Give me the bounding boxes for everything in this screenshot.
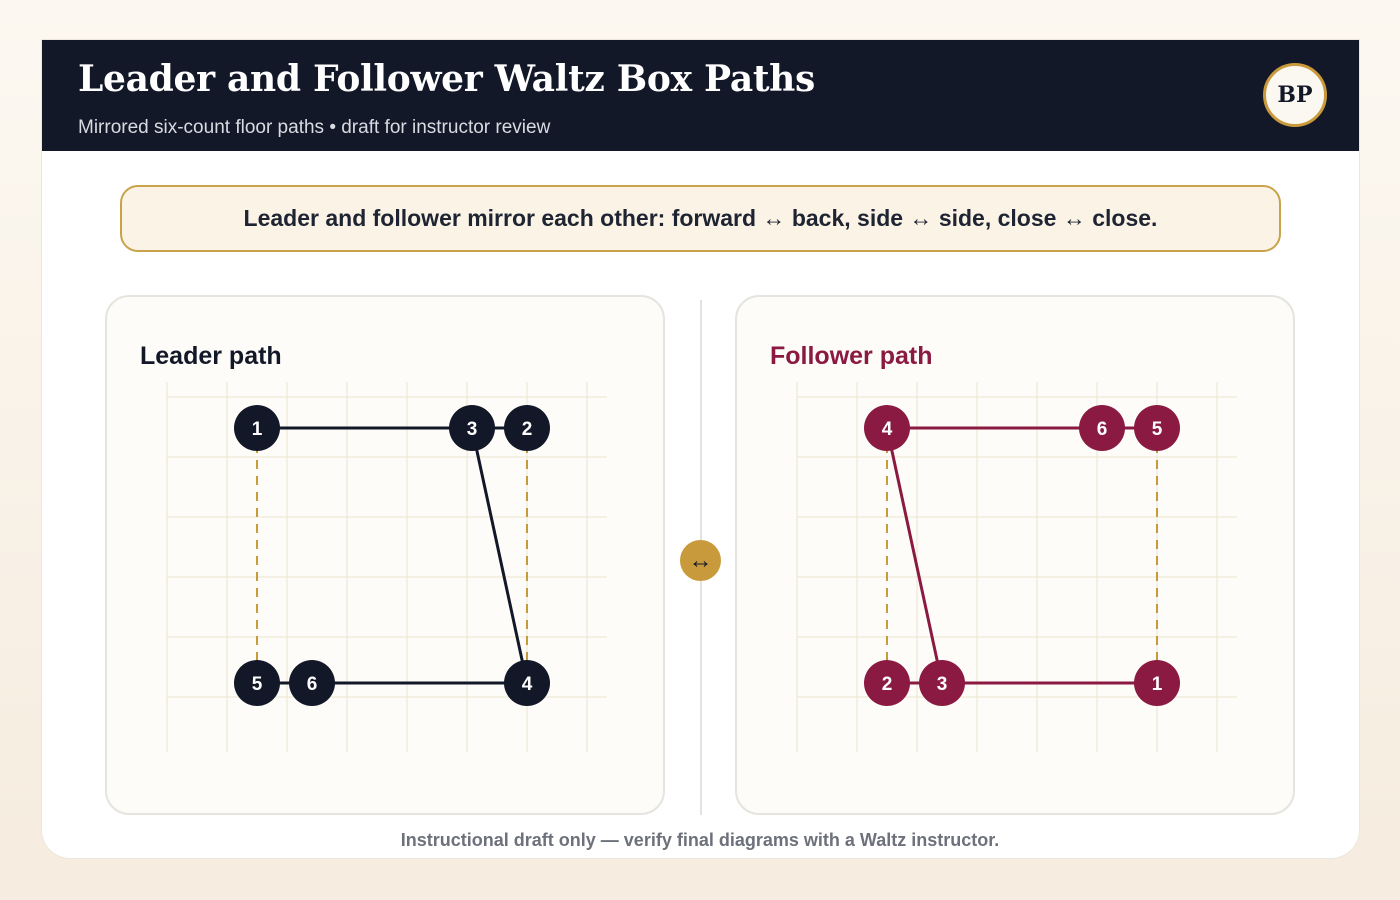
step-node: 3 [449,405,495,451]
step-node: 1 [234,405,280,451]
step-node: 6 [1079,405,1125,451]
step-label: 6 [307,674,318,695]
step-node: 3 [919,660,965,706]
step-node: 2 [504,405,550,451]
follower-path-line [885,427,944,684]
leader-path-line [470,427,529,684]
step-node: 6 [289,660,335,706]
step-label: 4 [882,419,893,440]
footer-disclaimer: Instructional draft only — verify final … [400,830,1000,850]
step-node: 4 [864,405,910,451]
step-node: 1 [1134,660,1180,706]
mirror-note-banner: Leader and follower mirror each other: f… [120,185,1281,252]
avatar-badge[interactable]: BP [1263,63,1327,127]
leader-panel-title: Leader path [140,342,282,370]
step-label: 5 [252,674,263,695]
step-label: 6 [1097,419,1108,440]
step-label: 2 [522,419,533,440]
mirror-arrow-icon: ↔ [680,540,721,581]
step-label: 2 [882,674,893,695]
header-bar: Leader and Follower Waltz Box Paths Mirr… [42,40,1359,151]
step-node: 2 [864,660,910,706]
step-node: 5 [1134,405,1180,451]
leader-diagram: 1 3 2 4 5 6 [166,382,607,752]
step-label: 5 [1152,419,1163,440]
step-label: 3 [467,419,478,440]
step-label: 1 [252,419,263,440]
follower-diagram: 4 6 5 2 3 1 [796,382,1237,752]
follower-panel: Follower path 4 6 [735,295,1295,815]
step-node: 4 [504,660,550,706]
follower-panel-title: Follower path [770,342,933,370]
step-node: 5 [234,660,280,706]
page-subtitle: Mirrored six-count floor paths • draft f… [78,117,551,138]
leader-panel: Leader path 1 3 [105,295,665,815]
step-label: 3 [937,674,948,695]
page-title: Leader and Follower Waltz Box Paths [78,58,816,100]
step-label: 1 [1152,674,1163,695]
step-label: 4 [522,674,533,695]
